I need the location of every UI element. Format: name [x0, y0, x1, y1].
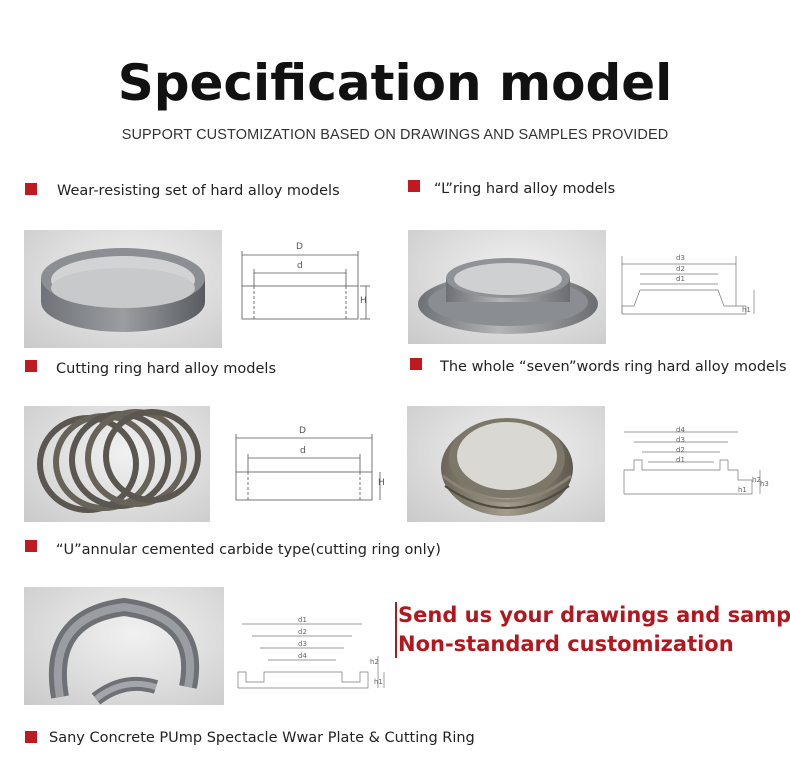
page-subtitle: SUPPORT CUSTOMIZATION BASED ON DRAWINGS …: [121, 127, 669, 143]
diagram-label-d-inner: d: [297, 261, 303, 271]
diagram-label-h2: h2: [370, 658, 379, 666]
diagram-label-d2: d2: [676, 446, 685, 454]
bullet-icon: [408, 180, 420, 192]
cutting-ring-photo: [24, 406, 210, 522]
diagram-label-d4: d4: [676, 426, 685, 434]
diagram-label-h1: h1: [742, 306, 751, 314]
diagram-label-d1: d1: [298, 616, 307, 624]
l-ring-diagram: d3 d2 d1 h1: [618, 250, 766, 322]
diagram-label-d1: d1: [676, 275, 685, 283]
u-ring-diagram: d1 d2 d3 d4 h2 h1: [234, 616, 392, 696]
diagram-label-d-inner: d: [300, 446, 306, 456]
diagram-label-height: H: [378, 478, 385, 488]
diagram-label-d1: d1: [676, 456, 685, 464]
page-title: Specification model: [117, 54, 673, 112]
wear-ring-photo: [24, 230, 222, 348]
diagram-label-d-outer: D: [296, 242, 303, 252]
model-label-seven-ring: The whole “seven”words ring hard alloy m…: [440, 359, 787, 375]
diagram-label-d3: d3: [676, 254, 685, 262]
diagram-label-d3: d3: [676, 436, 685, 444]
wear-ring-diagram: D d H: [236, 240, 376, 328]
diagram-label-h1: h1: [374, 678, 383, 686]
cta-line-drawings: Send us your drawings and samples: [398, 603, 790, 627]
bullet-icon: [25, 540, 37, 552]
diagram-label-d-outer: D: [299, 426, 306, 436]
bullet-icon: [410, 358, 422, 370]
bullet-icon: [25, 360, 37, 372]
model-label-l-ring: “L”ring hard alloy models: [434, 181, 616, 197]
diagram-label-d2: d2: [676, 265, 685, 273]
diagram-label-h1: h1: [738, 486, 747, 494]
diagram-label-height: H: [360, 296, 367, 306]
seven-ring-diagram: d4 d3 d2 d1 h1 h2 h3: [620, 424, 770, 502]
diagram-label-h3: h3: [760, 480, 769, 488]
model-label-cutting-ring: Cutting ring hard alloy models: [56, 361, 277, 377]
model-label-sany-spectacle: Sany Concrete PUmp Spectacle Wwar Plate …: [49, 730, 475, 746]
diagram-label-d2: d2: [298, 628, 307, 636]
diagram-label-h2: h2: [752, 476, 761, 484]
seven-ring-photo: [407, 406, 605, 522]
model-label-u-annular: “U”annular cemented carbide type(cutting…: [56, 542, 441, 558]
diagram-label-d4: d4: [298, 652, 307, 660]
cta-line-customization: Non-standard customization: [398, 632, 734, 656]
diagram-label-d3: d3: [298, 640, 307, 648]
cutting-ring-diagram: D d H: [232, 422, 388, 506]
model-label-wear-resisting: Wear-resisting set of hard alloy models: [57, 183, 340, 199]
u-ring-photo: [24, 587, 224, 705]
cta-accent-bar: [395, 602, 397, 658]
bullet-icon: [25, 183, 37, 195]
l-ring-photo: [408, 230, 606, 344]
bullet-icon: [25, 731, 37, 743]
